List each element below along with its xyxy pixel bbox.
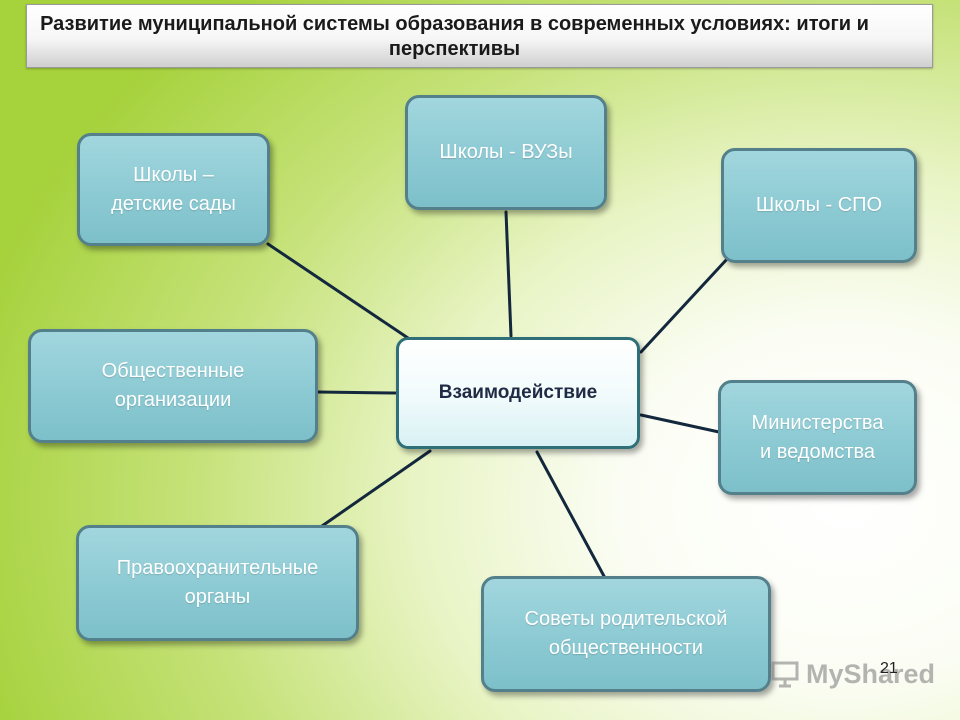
title-bar: Развитие муниципальной системы образован… [26, 4, 933, 68]
connector-public-organizations [316, 390, 397, 395]
presentation-icon [771, 661, 799, 688]
node-schools-spo: Школы - СПО [721, 148, 917, 263]
node-public-organizations: Общественные организации [28, 329, 318, 443]
node-parent-councils: Советы родительской общественности [481, 576, 771, 692]
watermark-text: MyShared [806, 658, 936, 689]
connector-law-enforcement [320, 449, 432, 528]
connector-ministries-agencies [639, 413, 721, 434]
node-law-enforcement: Правоохранительные органы [76, 525, 359, 641]
connector-schools-kindergartens [266, 242, 410, 340]
connector-parent-councils [535, 450, 607, 580]
connector-schools-universities [504, 210, 513, 338]
slide-title: Развитие муниципальной системы образован… [40, 13, 869, 60]
node-ministries-agencies: Министерства и ведомства [718, 380, 917, 495]
node-schools-universities: Школы - ВУЗы [405, 95, 607, 210]
node-schools-kindergartens: Школы – детские сады [77, 133, 270, 246]
page-number: 21 [880, 660, 898, 677]
center-node-interaction: Взаимодействие [396, 337, 640, 449]
watermark: MyShared [770, 656, 935, 692]
connector-schools-spo [639, 256, 730, 354]
